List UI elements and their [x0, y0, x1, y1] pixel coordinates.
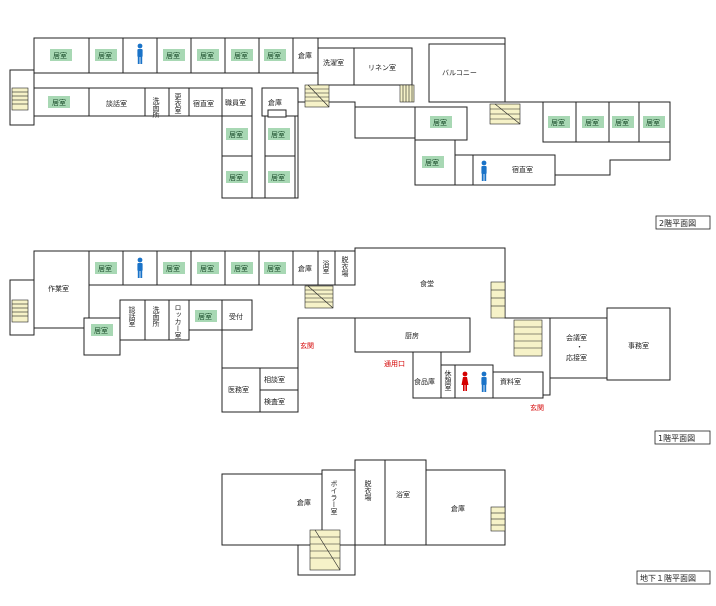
f1-service-entrance: 通用口	[384, 359, 405, 368]
b1-storage-2: 倉庫	[451, 504, 465, 513]
f1-consult: 相談室	[264, 375, 285, 384]
b1-title-box	[636, 570, 711, 585]
f1-archive: 資料室	[500, 377, 521, 386]
f1-locker: ロッカー室	[174, 304, 182, 339]
stairs-icon	[490, 506, 506, 532]
f2-room-3: 居室	[166, 51, 180, 60]
f1-room-4: 居室	[234, 264, 248, 273]
f1-room-7: 居室	[198, 312, 212, 321]
f2-title-box	[655, 215, 711, 230]
f1-room-3: 居室	[200, 264, 214, 273]
f2-room-4: 居室	[200, 51, 214, 60]
f1-entrance-2: 玄関	[530, 403, 544, 412]
f2-room-15: 居室	[585, 118, 599, 127]
f2-linen: リネン室	[368, 63, 396, 72]
f2-room-1: 居室	[53, 51, 67, 60]
f1-dining: 食堂	[420, 279, 434, 288]
f2-room-2: 居室	[98, 51, 112, 60]
f2-room-9: 居室	[229, 173, 243, 182]
floor-b1-plan: 倉庫 ボイラー室 脱衣場 浴室 倉庫 地下１階平面図	[221, 459, 711, 585]
f2-room-12: 居室	[433, 118, 447, 127]
f2-washroom: 洗面所	[152, 96, 160, 119]
f1-washroom: 洗面所	[152, 305, 160, 328]
f2-changing: 更衣室	[174, 93, 182, 114]
f2-balcony: バルコニー	[442, 69, 477, 77]
f1-storage: 倉庫	[298, 264, 312, 273]
f2-room-7: 居室	[52, 98, 66, 107]
f2-room-10: 居室	[271, 130, 285, 139]
f1-reception: 受付	[229, 312, 243, 321]
f1-food-storage: 食品庫	[414, 377, 435, 386]
stairs-icon	[489, 103, 521, 125]
f2-room-6: 居室	[267, 51, 281, 60]
stairs-icon	[309, 529, 341, 571]
f2-room-14: 居室	[551, 118, 565, 127]
f1-dot: ・	[576, 343, 583, 351]
f1-workroom: 作業室	[48, 284, 69, 293]
f2-top-rooms	[33, 37, 506, 103]
b1-dressing: 脱衣場	[364, 479, 372, 502]
f2-laundry: 洗濯室	[323, 58, 344, 67]
f1-office: 事務室	[628, 341, 649, 350]
stairs-icon	[513, 319, 543, 357]
f2-room-17: 居室	[646, 118, 660, 127]
f1-room-2: 居室	[166, 264, 180, 273]
stairs-icon	[11, 87, 29, 111]
stairs-icon	[11, 299, 29, 323]
f1-rest: 休憩室	[444, 369, 452, 391]
f1-reception-room: 応接室	[566, 353, 587, 362]
f2-staff: 職員室	[225, 98, 246, 107]
f1-entrance: 玄関	[300, 341, 314, 350]
f2-room-8: 居室	[229, 130, 243, 139]
stairs-icon	[399, 84, 415, 103]
f1-meeting: 会議室	[566, 333, 587, 342]
female-person-icon	[461, 371, 469, 391]
f2-night-duty: 宿直室	[193, 99, 214, 108]
male-person-icon	[481, 160, 487, 181]
b1-title: 地下１階平面図	[640, 573, 696, 583]
male-person-icon	[137, 43, 143, 64]
f1-title: 1階平面図	[658, 433, 695, 443]
b1-bath: 浴室	[396, 490, 410, 499]
male-person-icon	[481, 371, 487, 392]
b1-boiler: ボイラー室	[330, 480, 338, 515]
f2-title: 2階平面図	[659, 218, 696, 228]
f2-night-duty-2: 宿直室	[512, 165, 533, 174]
floor-1-plan: 作業室 居室 居室 居室 居室 居室 倉庫 浴室 脱衣場 食堂 居室	[9, 247, 711, 445]
stairs-icon	[304, 285, 334, 309]
f1-bath: 浴室	[322, 259, 330, 274]
f1-room-6: 居室	[94, 326, 108, 335]
floor-2-plan: 居室 居室 居室 居室 居室 居室 倉庫 洗濯室 リネン室 バルコニー 居室 談…	[9, 37, 711, 230]
f2-storage-2: 倉庫	[268, 98, 282, 107]
f1-lounge: 談話室	[128, 305, 136, 327]
f1-dressing: 脱衣場	[341, 255, 349, 278]
f2-room-16: 居室	[615, 118, 629, 127]
stairs-icon	[304, 84, 330, 108]
f1-room-5: 居室	[267, 264, 281, 273]
f1-kitchen: 厨房	[405, 331, 419, 340]
f2-room-5: 居室	[234, 51, 248, 60]
f2-room-11: 居室	[271, 173, 285, 182]
b1-storage-1: 倉庫	[297, 498, 311, 507]
f2-room-13: 居室	[425, 158, 439, 167]
f1-room-1: 居室	[98, 264, 112, 273]
stairs-icon	[490, 281, 506, 319]
f2-lounge: 談話室	[106, 99, 127, 108]
male-person-icon	[137, 257, 143, 278]
f1-title-box	[654, 430, 711, 445]
f1-exam: 検査室	[264, 397, 285, 406]
f1-medical: 医務室	[228, 385, 249, 394]
f2-storage-1: 倉庫	[298, 51, 312, 60]
